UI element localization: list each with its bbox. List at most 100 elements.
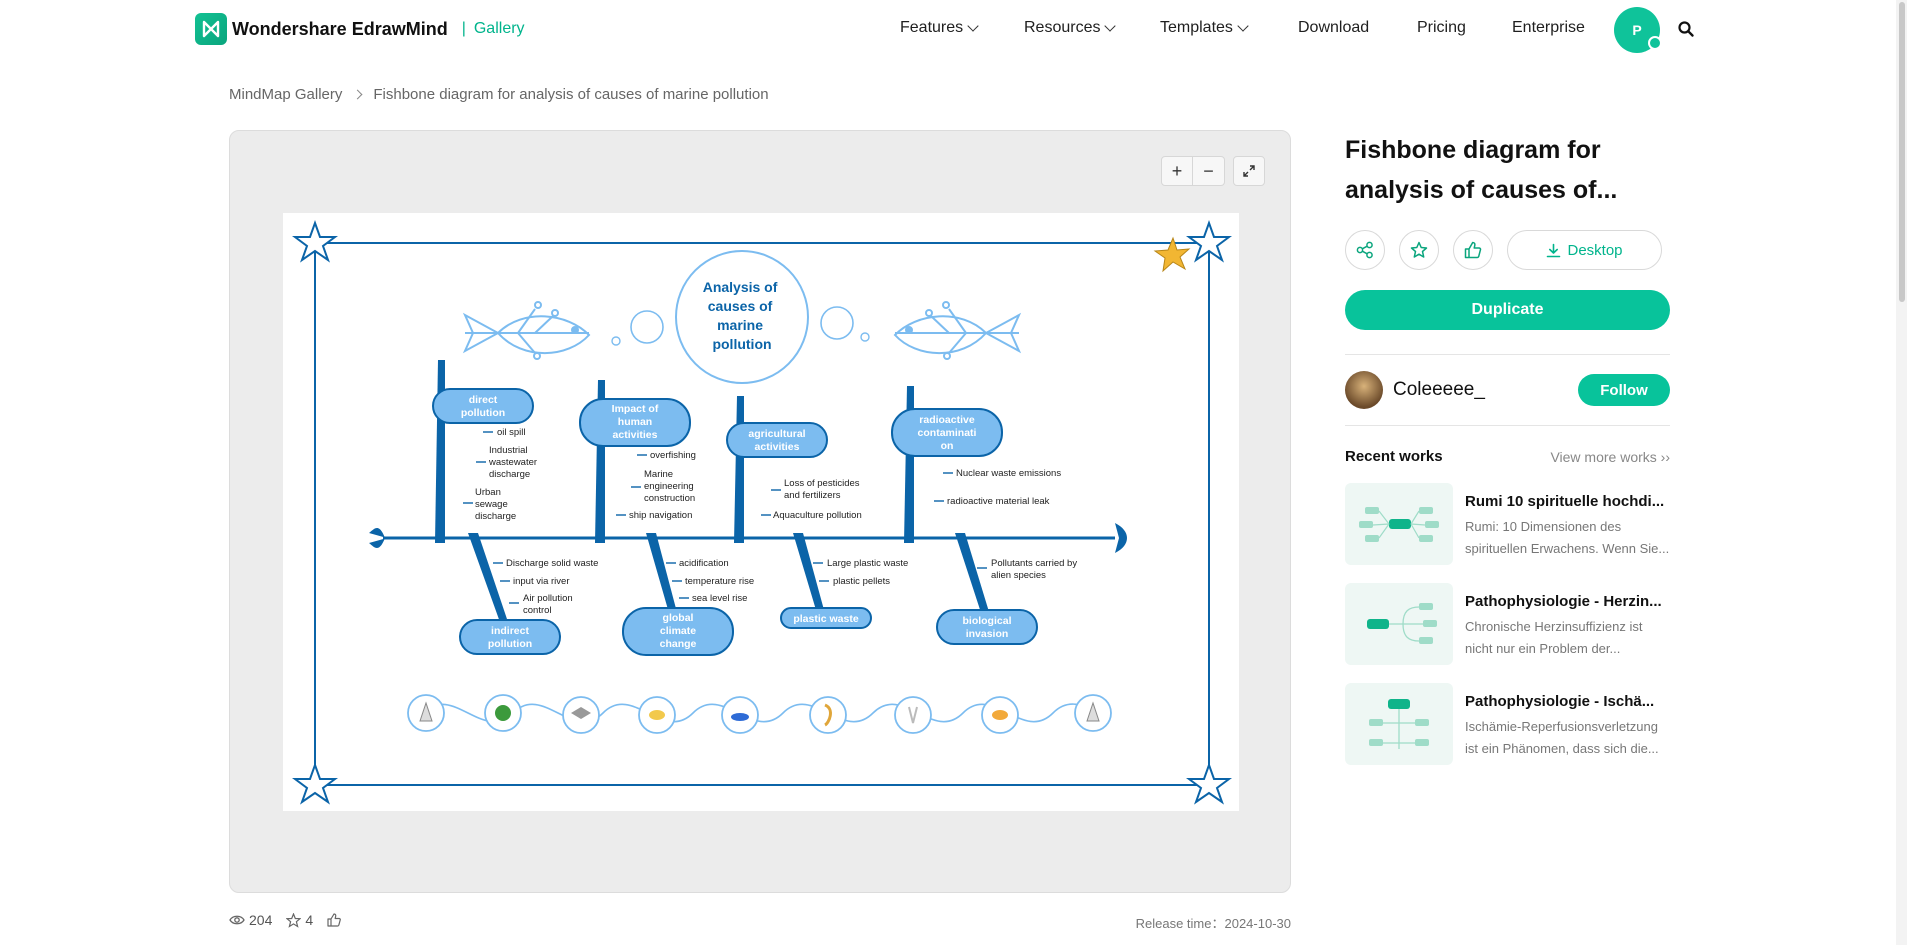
work-thumbnail — [1345, 683, 1453, 765]
work-thumbnail — [1345, 583, 1453, 665]
nav-templates-label: Templates — [1160, 19, 1233, 36]
view-more-works-link[interactable]: View more works ›› — [1550, 449, 1670, 465]
cause-text: Large plastic waste — [827, 558, 908, 569]
category-box[interactable] — [726, 422, 828, 458]
nav-pricing-label: Pricing — [1417, 19, 1466, 36]
diagram-title-line: Analysis of — [703, 279, 778, 295]
nav-resources[interactable]: Resources — [1024, 19, 1117, 37]
recent-works-title: Recent works — [1345, 448, 1443, 465]
brand-name: Wondershare EdrawMind — [232, 18, 448, 39]
cause-text: acidification — [679, 558, 729, 569]
work-thumbnail — [1345, 483, 1453, 565]
favorite-button[interactable] — [1399, 230, 1439, 270]
recent-work-item[interactable]: Pathophysiologie - Ischä... Ischämie-Rep… — [1345, 683, 1670, 765]
fish-skeleton-right — [893, 301, 1022, 360]
author-name[interactable]: Coleeeee_ — [1393, 379, 1485, 400]
category-label: radioactive — [919, 414, 975, 426]
recent-work-item[interactable]: Rumi 10 spirituelle hochdi... Rumi: 10 D… — [1345, 483, 1670, 565]
nav-templates[interactable]: Templates — [1160, 19, 1249, 37]
work-item-description: Rumi: 10 Dimensionen des spirituellen Er… — [1465, 519, 1670, 556]
category-box[interactable] — [459, 619, 561, 655]
cause-text: engineering — [644, 481, 694, 492]
decorative-frame — [314, 242, 1210, 786]
work-title: Fishbone diagram for analysis of causes … — [1345, 130, 1670, 210]
cause-text: sewage — [475, 499, 508, 510]
work-details-panel: Fishbone diagram for analysis of causes … — [1345, 130, 1670, 765]
svg-text:plastic waste: plastic waste — [793, 613, 859, 625]
category-box[interactable] — [579, 398, 691, 447]
fishbone-diagram[interactable]: Analysis of causes of marine pollution — [283, 213, 1239, 811]
download-icon — [1547, 243, 1561, 257]
nav-download-label: Download — [1298, 19, 1370, 36]
chevron-down-icon — [967, 19, 979, 32]
cause-text: radioactive material leak — [947, 496, 1050, 507]
zoom-out-button[interactable]: − — [1193, 156, 1225, 186]
chevron-down-icon — [1104, 19, 1117, 32]
desktop-download-button[interactable]: Desktop — [1507, 230, 1662, 270]
brand-logo[interactable]: Wondershare EdrawMind | Gallery — [195, 13, 525, 45]
sea-creature-icons — [407, 694, 1112, 734]
fullscreen-button[interactable] — [1233, 156, 1265, 186]
nav-enterprise[interactable]: Enterprise — [1512, 19, 1585, 37]
like-button-small[interactable] — [327, 913, 345, 927]
nav-features-label: Features — [900, 19, 964, 36]
category-label: change — [660, 638, 697, 650]
search-icon[interactable] — [1677, 20, 1695, 38]
nav-download[interactable]: Download — [1298, 19, 1369, 37]
author-avatar[interactable] — [1345, 371, 1383, 409]
star-icon — [286, 912, 302, 928]
cause-text: overfishing — [650, 450, 696, 461]
category-box[interactable] — [432, 388, 534, 424]
thumbs-up-icon — [1464, 241, 1482, 259]
category-box[interactable] — [936, 609, 1038, 645]
breadcrumb: MindMap Gallery Fishbone diagram for ana… — [229, 86, 769, 103]
double-chevron-right-icon: ›› — [1660, 448, 1670, 465]
category-box[interactable] — [622, 607, 734, 656]
nav-pricing[interactable]: Pricing — [1417, 19, 1466, 37]
star-count[interactable]: 4 — [286, 912, 313, 928]
like-button[interactable] — [1453, 230, 1493, 270]
category-box[interactable] — [780, 607, 872, 629]
online-status-dot — [1648, 36, 1662, 50]
cause-text: input via river — [513, 576, 570, 587]
cause-text: Nuclear waste emissions — [956, 468, 1061, 479]
nav-features[interactable]: Features — [900, 19, 979, 37]
breadcrumb-root[interactable]: MindMap Gallery — [229, 86, 343, 103]
follow-button[interactable]: Follow — [1578, 374, 1670, 406]
view-count-value: 204 — [249, 912, 273, 928]
sea-creature-fills — [419, 701, 1100, 727]
category-label: agricultural — [748, 428, 805, 440]
scrollbar-thumb[interactable] — [1899, 2, 1905, 302]
top-navigation-bar: Wondershare EdrawMind | Gallery Features… — [0, 0, 1907, 58]
cause-text: control — [523, 605, 552, 616]
star-count-value: 4 — [305, 912, 314, 928]
cause-text: Discharge solid waste — [506, 558, 598, 569]
category-label: invasion — [966, 628, 1009, 640]
category-label: human — [618, 416, 652, 428]
category-label: pollution — [488, 638, 532, 650]
cause-text: discharge — [475, 511, 516, 522]
cause-text: plastic pellets — [833, 576, 890, 587]
duplicate-button[interactable]: Duplicate — [1345, 290, 1670, 330]
user-avatar[interactable]: P — [1614, 7, 1662, 53]
page-scrollbar[interactable] — [1896, 0, 1907, 945]
category-box[interactable] — [891, 408, 1003, 457]
cause-connectors — [463, 431, 987, 604]
share-button[interactable] — [1345, 230, 1385, 270]
gallery-link[interactable]: Gallery — [473, 20, 525, 37]
category-label: pollution — [461, 407, 505, 419]
eye-icon — [229, 915, 245, 925]
chevron-down-icon — [1237, 19, 1249, 32]
cause-text: Aquaculture pollution — [773, 510, 862, 521]
zoom-in-button[interactable]: + — [1161, 156, 1193, 186]
author-row: Coleeeee_ Follow — [1345, 371, 1670, 409]
fullscreen-icon — [1243, 165, 1255, 177]
category-label: activities — [613, 429, 658, 441]
cause-text: construction — [644, 493, 695, 504]
recent-work-item[interactable]: Pathophysiologie - Herzin... Chronische … — [1345, 583, 1670, 665]
work-title-line: Fishbone diagram for — [1345, 136, 1601, 164]
view-more-label: View more works — [1550, 448, 1657, 465]
